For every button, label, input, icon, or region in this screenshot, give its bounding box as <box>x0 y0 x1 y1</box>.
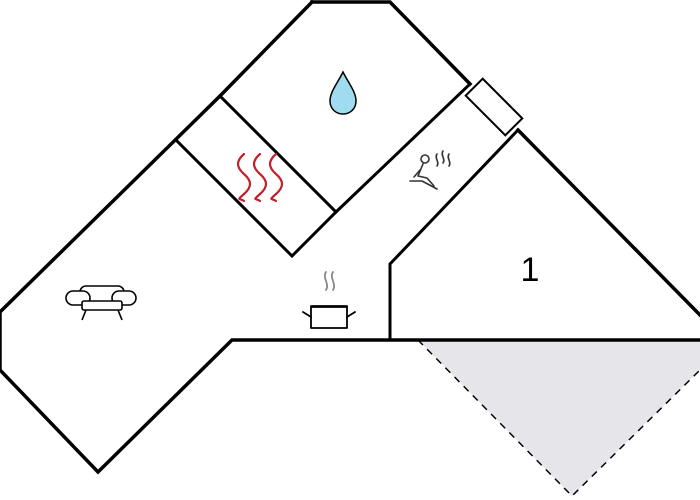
terrace-area <box>418 340 700 496</box>
cooking-pot-icon <box>302 271 356 329</box>
outer-wall-top <box>310 0 473 87</box>
sauna-icon <box>409 150 451 190</box>
door-icon <box>464 77 524 137</box>
wall-bedroom <box>388 127 521 342</box>
wall-heating-room <box>173 81 473 259</box>
heat-waves-icon <box>236 152 284 203</box>
water-drop-icon <box>329 70 357 115</box>
terrace-dashed-border <box>417 339 700 498</box>
wall-bathroom-heating <box>217 93 339 215</box>
sofa-icon <box>65 285 137 321</box>
bedroom-number-label: 1 <box>521 251 540 289</box>
outer-wall-right <box>515 127 700 318</box>
